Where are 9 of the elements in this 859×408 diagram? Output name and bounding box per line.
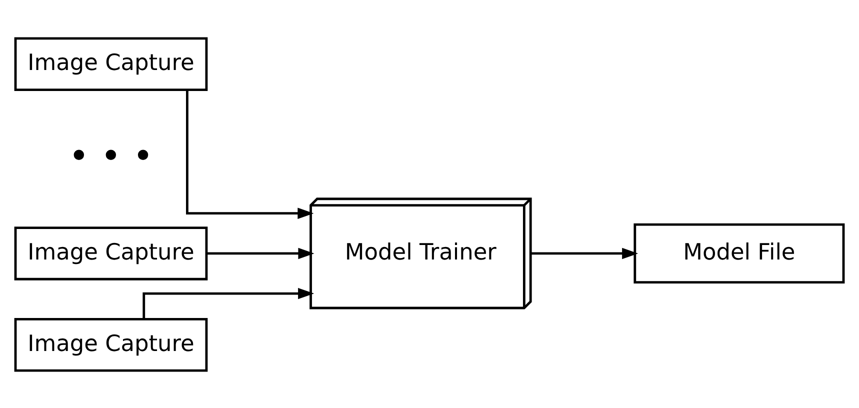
arrow bbox=[142, 287, 314, 318]
arrow bbox=[530, 247, 638, 259]
node-box: Model File bbox=[634, 222, 845, 284]
arrow bbox=[186, 90, 314, 218]
node-box: Image Capture bbox=[14, 318, 208, 372]
arrow bbox=[206, 247, 314, 259]
node-box: Image Capture bbox=[14, 36, 208, 90]
node-box: Image Capture bbox=[14, 226, 208, 280]
label: • • • bbox=[68, 135, 154, 176]
